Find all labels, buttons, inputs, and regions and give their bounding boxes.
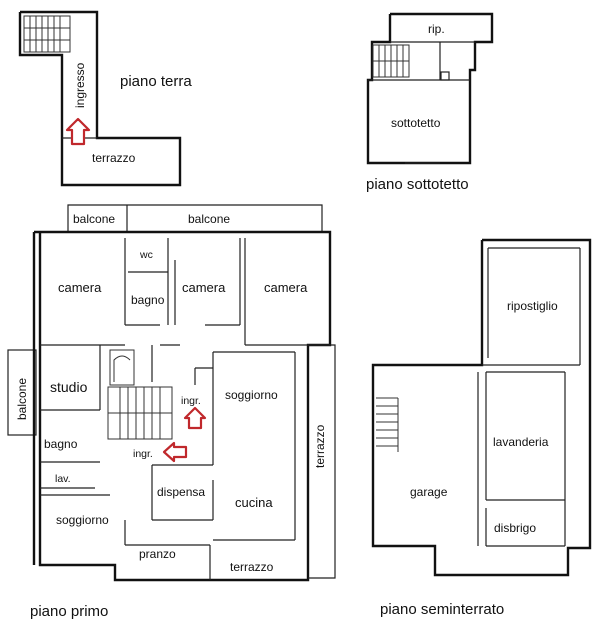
room-label-dispensa: dispensa [157, 485, 206, 499]
room-label-terrazzo: terrazzo [92, 151, 136, 165]
floor-title-sottotetto: piano sottotetto [366, 176, 469, 193]
room-label-balcone-side: balcone [15, 377, 29, 420]
entrance-arrow-icon [162, 441, 188, 463]
floor-title-seminterrato: piano seminterrato [380, 601, 505, 618]
room-label-lavanderia: lavanderia [493, 435, 549, 449]
staircase-primo [107, 349, 173, 440]
room-label-camera: camera [58, 280, 102, 295]
room-label-bagno: bagno [131, 293, 165, 307]
room-label-ripostiglio: ripostiglio [507, 299, 558, 313]
room-label-balcone: balcone [73, 212, 116, 226]
room-label-terrazzo: terrazzo [230, 560, 274, 574]
room-label-pranzo: pranzo [139, 547, 176, 561]
room-label-soggiorno: soggiorno [225, 388, 278, 402]
room-label-soggiorno: soggiorno [56, 513, 109, 527]
staircase-sottotetto [372, 44, 410, 78]
room-label-rip: rip. [428, 22, 445, 36]
plan-piano-terra [18, 10, 182, 187]
entrance-arrow-icon [183, 406, 207, 430]
floor-title-primo: piano primo [30, 603, 109, 620]
room-label-bagno: bagno [44, 437, 78, 451]
room-label-studio: studio [50, 379, 88, 395]
room-label-camera: camera [264, 280, 308, 295]
entrance-arrow-icon [65, 117, 91, 146]
plan-piano-sottotetto [366, 12, 494, 165]
room-label-sottotetto: sottotetto [391, 116, 441, 130]
room-label-wc: wc [140, 249, 153, 261]
plan-piano-seminterrato [371, 238, 592, 577]
room-label-cucina: cucina [235, 495, 273, 510]
room-label-camera: camera [182, 280, 226, 295]
room-label-garage: garage [410, 485, 448, 499]
room-label-ingr: ingr. [181, 395, 201, 407]
room-label-ingr: ingr. [133, 448, 153, 460]
room-label-balcone: balcone [188, 212, 231, 226]
staircase-seminterrato [376, 397, 399, 452]
floor-title-terra: piano terra [120, 73, 192, 90]
room-label-disbrigo: disbrigo [494, 521, 537, 535]
plan-piano-primo [7, 204, 336, 582]
room-label-lav: lav. [55, 473, 71, 485]
staircase-terra [23, 15, 71, 53]
room-label-ingresso: ingresso [73, 62, 87, 108]
room-label-terrazzo-side: terrazzo [313, 424, 327, 468]
